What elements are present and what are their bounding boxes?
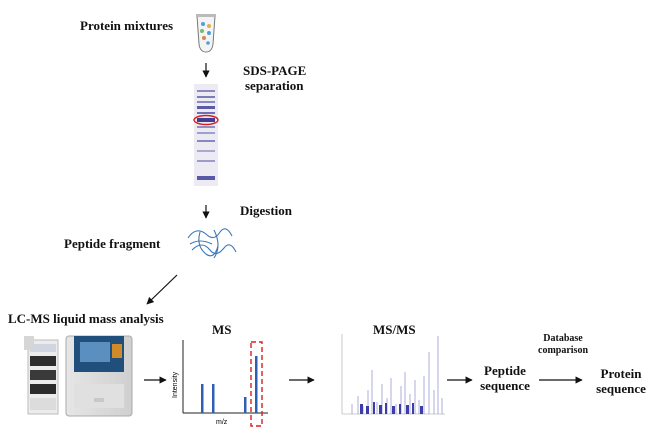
database-comparison-label: Database comparison — [528, 333, 598, 357]
ms-y-axis-label: Intensity — [172, 371, 179, 398]
sds-page-label: SDS-PAGE separation — [243, 63, 306, 93]
test-tube-icon — [196, 14, 216, 53]
sds-page-label-line1: SDS-PAGE — [243, 63, 307, 78]
sds-page-gel-icon — [193, 84, 219, 186]
msms-spectrum — [341, 334, 445, 415]
msms-label: MS/MS — [373, 322, 416, 337]
ms-selected-peak-box — [250, 341, 263, 427]
peptide-sequence-label: Peptide sequence — [474, 363, 536, 393]
peptide-fragment-label: Peptide fragment — [64, 236, 161, 251]
database-label-line2: comparison — [538, 345, 588, 356]
lcms-instrument-icon — [24, 335, 133, 417]
ms-label: MS — [212, 322, 232, 337]
digestion-label: Digestion — [240, 203, 292, 218]
protein-sequence-line1: Protein — [600, 366, 642, 381]
ms-peak — [255, 356, 258, 413]
protein-sequence-label: Protein sequence — [590, 366, 652, 396]
lcms-label: LC-MS liquid mass analysis — [8, 311, 164, 326]
peptide-sequence-line1: Peptide — [484, 363, 526, 378]
protein-mixtures-label: Protein mixtures — [80, 18, 174, 33]
ms-peak — [212, 384, 215, 413]
peptide-sequence-line2: sequence — [480, 378, 530, 393]
peptide-fragment-icon — [187, 228, 237, 259]
ms-chart: Intensity m/z — [172, 340, 268, 427]
ms-peak — [244, 397, 247, 413]
ms-x-axis-label: m/z — [216, 419, 228, 426]
arrow-peptide-to-lcms — [146, 274, 178, 305]
database-label-line1: Database — [543, 333, 583, 344]
sds-page-label-line2: separation — [245, 78, 304, 93]
protein-sequence-line2: sequence — [596, 381, 646, 396]
ms-peak — [201, 384, 204, 413]
